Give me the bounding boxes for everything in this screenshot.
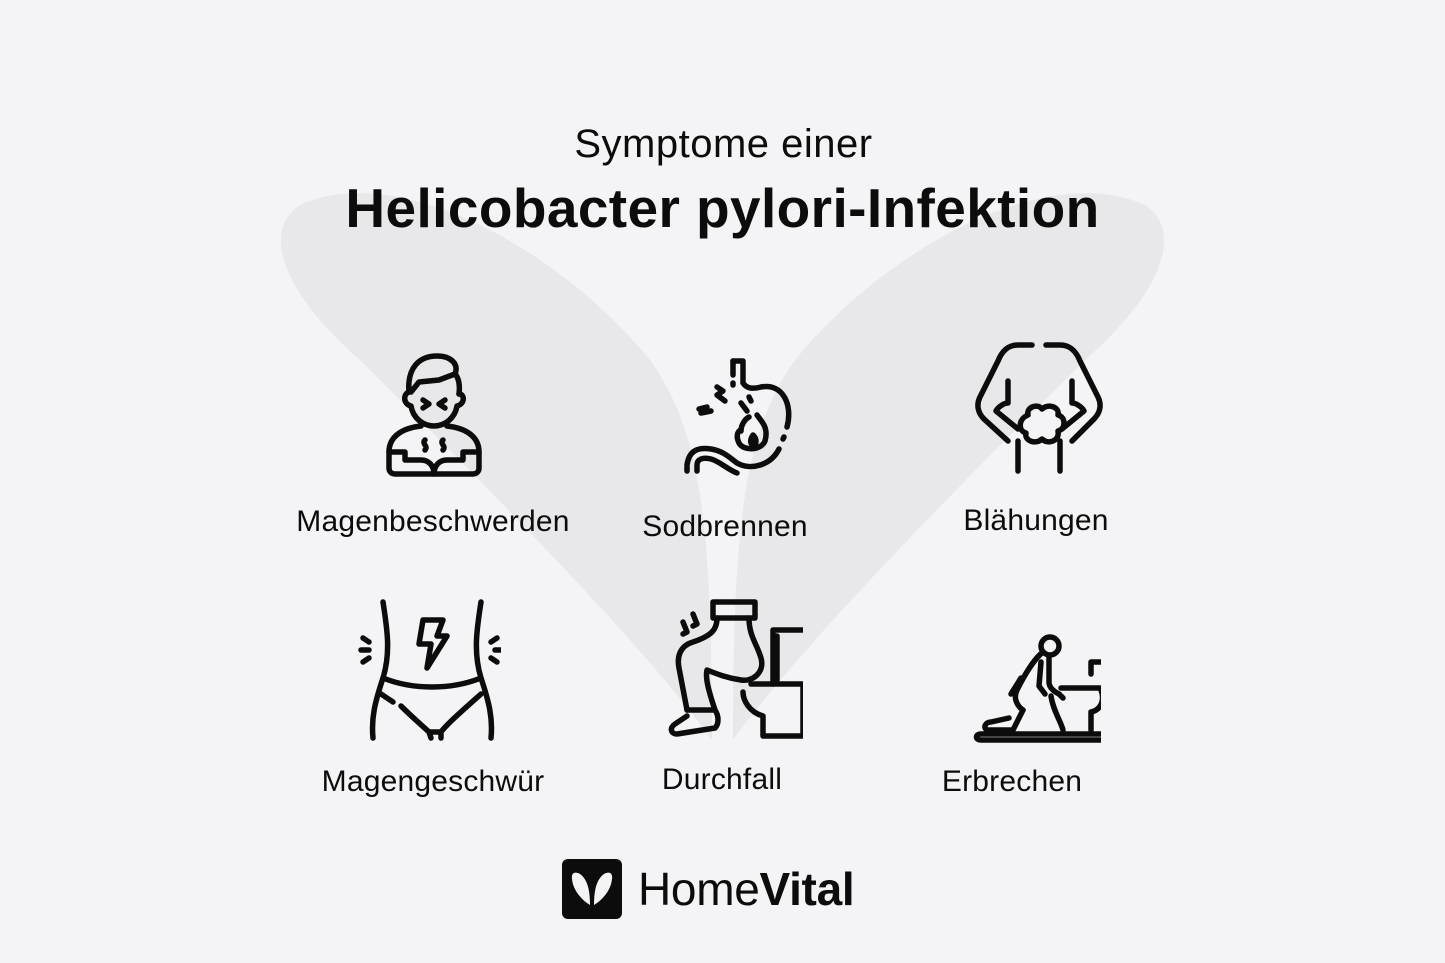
abdominal-pain-lightning-icon	[351, 598, 501, 748]
brand-name-vital: Vital	[759, 863, 855, 915]
leaf-heart-logo-icon	[562, 859, 622, 919]
symptom-label: Magengeschwür	[321, 765, 545, 798]
symptom-label: Durchfall	[661, 763, 783, 796]
symptom-item: Durchfall	[568, 596, 888, 798]
heartburn-stomach-fire-icon	[657, 345, 807, 495]
watermark-right-petal	[733, 193, 1165, 740]
symptom-label: Magenbeschwerden	[296, 505, 570, 538]
brand-logo: HomeVital	[562, 859, 855, 919]
stomach-ache-person-icon	[359, 340, 509, 490]
brand-name: HomeVital	[638, 859, 855, 919]
symptom-label: Sodbrennen	[642, 510, 808, 543]
brand-name-home: Home	[638, 863, 760, 915]
symptom-item: Magengeschwür	[266, 598, 586, 800]
symptom-label: Blähungen	[963, 504, 1109, 537]
symptom-item: Sodbrennen	[572, 345, 892, 545]
symptom-item: Blähungen	[875, 337, 1195, 539]
diarrhea-toilet-icon	[653, 596, 803, 746]
symptom-item: Magenbeschwerden	[274, 340, 594, 540]
symptom-item: Erbrechen	[866, 598, 1186, 800]
title-block: Symptome einer Helicobacter pylori-Infek…	[0, 118, 1445, 240]
bloating-gas-icon	[960, 337, 1110, 487]
vomiting-toilet-icon	[951, 598, 1101, 748]
page-subtitle: Symptome einer	[574, 122, 873, 166]
watermark-left-petal	[280, 193, 712, 740]
page-title: Helicobacter pylori-Infektion	[345, 177, 1100, 239]
symptom-label: Erbrechen	[941, 765, 1083, 798]
